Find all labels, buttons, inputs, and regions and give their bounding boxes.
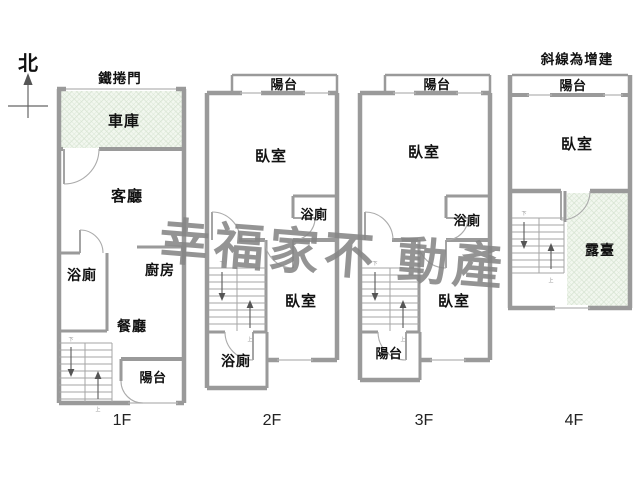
room-label-bath-3f: 浴廁 [453, 213, 480, 228]
room-label-bedroom-4f: 臥室 [561, 135, 593, 153]
north-label: 北 [18, 52, 38, 75]
compass [8, 73, 48, 118]
room-label-balcony-rear-3f: 陽台 [375, 346, 402, 361]
room-label-bath-rear-2f: 浴廁 [221, 353, 251, 369]
room-label-balcony-3f: 陽台 [423, 77, 450, 92]
floor-2f-plan [204, 73, 340, 391]
room-label-living: 客廳 [110, 187, 143, 205]
addition-note-label: 斜線為增建 [540, 51, 614, 67]
room-label-balcony-1f: 陽台 [139, 370, 166, 385]
floor-label-4f: 4F [565, 412, 584, 429]
room-label-bedroom-rear-2f: 臥室 [285, 292, 317, 310]
floor-3f-plan [357, 73, 493, 383]
stair-mark-up-1f: 上 [95, 406, 100, 413]
room-label-bath-1f: 浴廁 [67, 267, 97, 283]
floor-label-1f: 1F [113, 412, 132, 429]
room-label-bedroom-rear-3f: 臥室 [438, 292, 470, 310]
north-arrowhead-icon [23, 73, 33, 85]
stair-mark-down-3f: 下 [372, 261, 377, 267]
garage-shaded-area [61, 91, 182, 148]
terrace-shaded-area [567, 193, 628, 306]
floor-label-3f: 3F [415, 412, 434, 429]
labels: 北 鐵捲門 斜線為增建 車庫 客廳 浴廁 廚房 餐廳 陽台 1F 下 上 陽台 … [18, 51, 615, 429]
stair-mark-down-1f: 下 [68, 337, 73, 343]
room-label-balcony-4f: 陽台 [559, 78, 586, 93]
room-label-bedroom-front-3f: 臥室 [408, 143, 440, 161]
room-label-bath-2f: 浴廁 [300, 207, 327, 222]
stair-mark-up-3f: 上 [400, 336, 405, 343]
floor-4f-plan [507, 73, 633, 311]
room-label-bedroom-front-2f: 臥室 [255, 147, 287, 165]
stair-mark-down-2f: 下 [219, 261, 224, 267]
room-label-terrace: 露臺 [585, 242, 615, 258]
stair-mark-down-4f: 下 [521, 211, 526, 217]
roller-door-label: 鐵捲門 [98, 70, 142, 86]
room-label-dining: 餐廳 [116, 318, 147, 334]
room-label-kitchen: 廚房 [145, 262, 175, 278]
stair-mark-up-4f: 上 [548, 277, 553, 284]
room-label-garage: 車庫 [108, 112, 140, 130]
room-label-balcony-2f: 陽台 [270, 77, 297, 92]
floor-label-2f: 2F [263, 412, 282, 429]
stair-mark-up-2f: 上 [247, 336, 252, 343]
floor-1f-plan [56, 86, 187, 406]
